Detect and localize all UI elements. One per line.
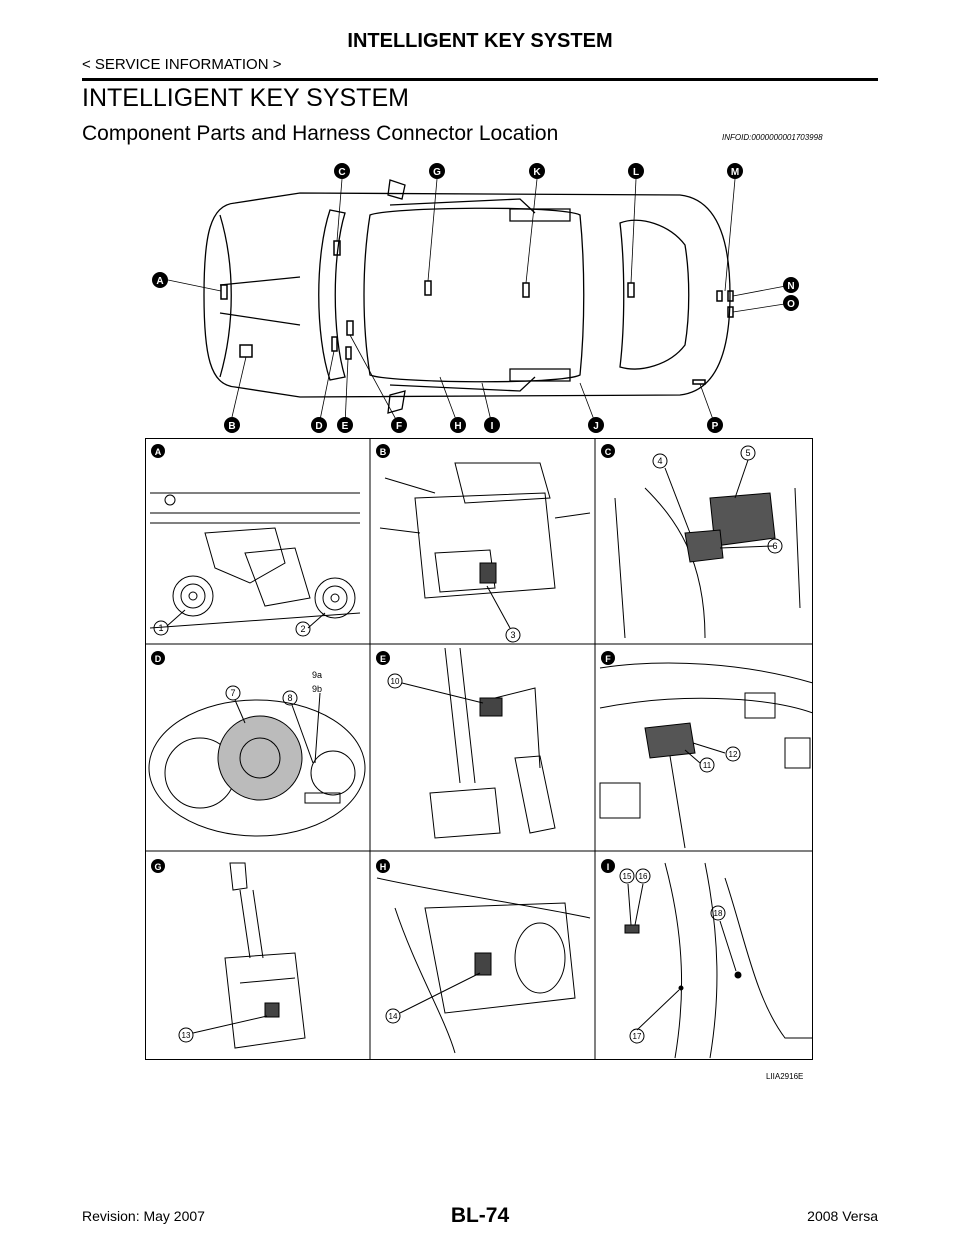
panel-I-num-16: 16 <box>639 872 648 881</box>
panel-E-num-10: 10 <box>391 677 400 686</box>
component-detail-grid: A 1 2 B 3 C 4 5 6 <box>145 438 813 1060</box>
revision-date: Revision: May 2007 <box>82 1208 205 1224</box>
callout-M: M <box>731 167 739 178</box>
info-id: INFOID:0000000001703998 <box>722 133 823 142</box>
panel-E <box>387 647 556 839</box>
callout-G: G <box>433 167 441 178</box>
panel-D-num-9b: 9b <box>312 684 322 694</box>
callout-I: I <box>491 421 494 432</box>
panel-F-num-11: 11 <box>703 761 712 770</box>
panel-B-letter: B <box>380 447 387 457</box>
panel-F-letter: F <box>605 654 611 664</box>
panel-A-num-1: 1 <box>158 623 163 633</box>
panel-C-num-5: 5 <box>745 448 750 458</box>
vehicle-location-diagram: A B C D E F G H I J K L M N O P <box>152 163 799 433</box>
panel-G-letter: G <box>154 862 161 872</box>
section-nav[interactable]: < SERVICE INFORMATION > <box>82 56 282 73</box>
panel-I-letter: I <box>607 862 610 872</box>
panel-H-letter: H <box>380 862 387 872</box>
callout-C: C <box>338 167 345 178</box>
callout-N: N <box>787 281 794 292</box>
panel-I-num-17: 17 <box>633 1032 642 1041</box>
callout-A: A <box>156 276 163 287</box>
model-year: 2008 Versa <box>807 1208 878 1224</box>
section-title: INTELLIGENT KEY SYSTEM <box>82 84 409 112</box>
header-rule <box>82 78 878 81</box>
page-header-title: INTELLIGENT KEY SYSTEM <box>347 30 613 52</box>
figure-id: LIIA2916E <box>766 1072 804 1081</box>
panel-A-letter: A <box>155 447 162 457</box>
panel-B <box>379 462 591 643</box>
panel-D-num-9a: 9a <box>312 670 322 680</box>
panel-D-num-7: 7 <box>230 688 235 698</box>
panel-F <box>599 662 813 849</box>
callout-H: H <box>454 421 461 432</box>
panel-G-num-13: 13 <box>182 1031 191 1040</box>
callout-P: P <box>712 421 719 432</box>
panel-A-num-2: 2 <box>300 624 305 634</box>
panel-B-num-3: 3 <box>510 630 515 640</box>
panel-A <box>149 492 361 637</box>
panel-I <box>619 862 813 1059</box>
panel-C-letter: C <box>605 447 612 457</box>
callout-J: J <box>593 421 599 432</box>
panel-H <box>376 877 591 1054</box>
callout-D: D <box>315 421 322 432</box>
panel-D-num-8: 8 <box>287 693 292 703</box>
panel-C-num-6: 6 <box>772 541 777 551</box>
panel-I-num-15: 15 <box>623 872 632 881</box>
panel-F-num-12: 12 <box>729 750 738 759</box>
callout-K: K <box>533 167 541 178</box>
subsection-title: Component Parts and Harness Connector Lo… <box>82 122 559 145</box>
callout-E: E <box>342 421 349 432</box>
panel-C <box>614 445 801 639</box>
callout-B: B <box>228 421 235 432</box>
callout-O: O <box>787 299 795 310</box>
panel-D-letter: D <box>155 654 162 664</box>
panel-I-num-18: 18 <box>714 909 723 918</box>
page-number: BL-74 <box>450 1204 510 1227</box>
panel-H-num-14: 14 <box>389 1012 398 1021</box>
panel-D <box>148 685 366 837</box>
panel-G <box>178 862 306 1049</box>
callout-F: F <box>396 421 402 432</box>
panel-E-letter: E <box>380 654 386 664</box>
panel-C-num-4: 4 <box>657 456 662 466</box>
callout-L: L <box>633 167 639 178</box>
